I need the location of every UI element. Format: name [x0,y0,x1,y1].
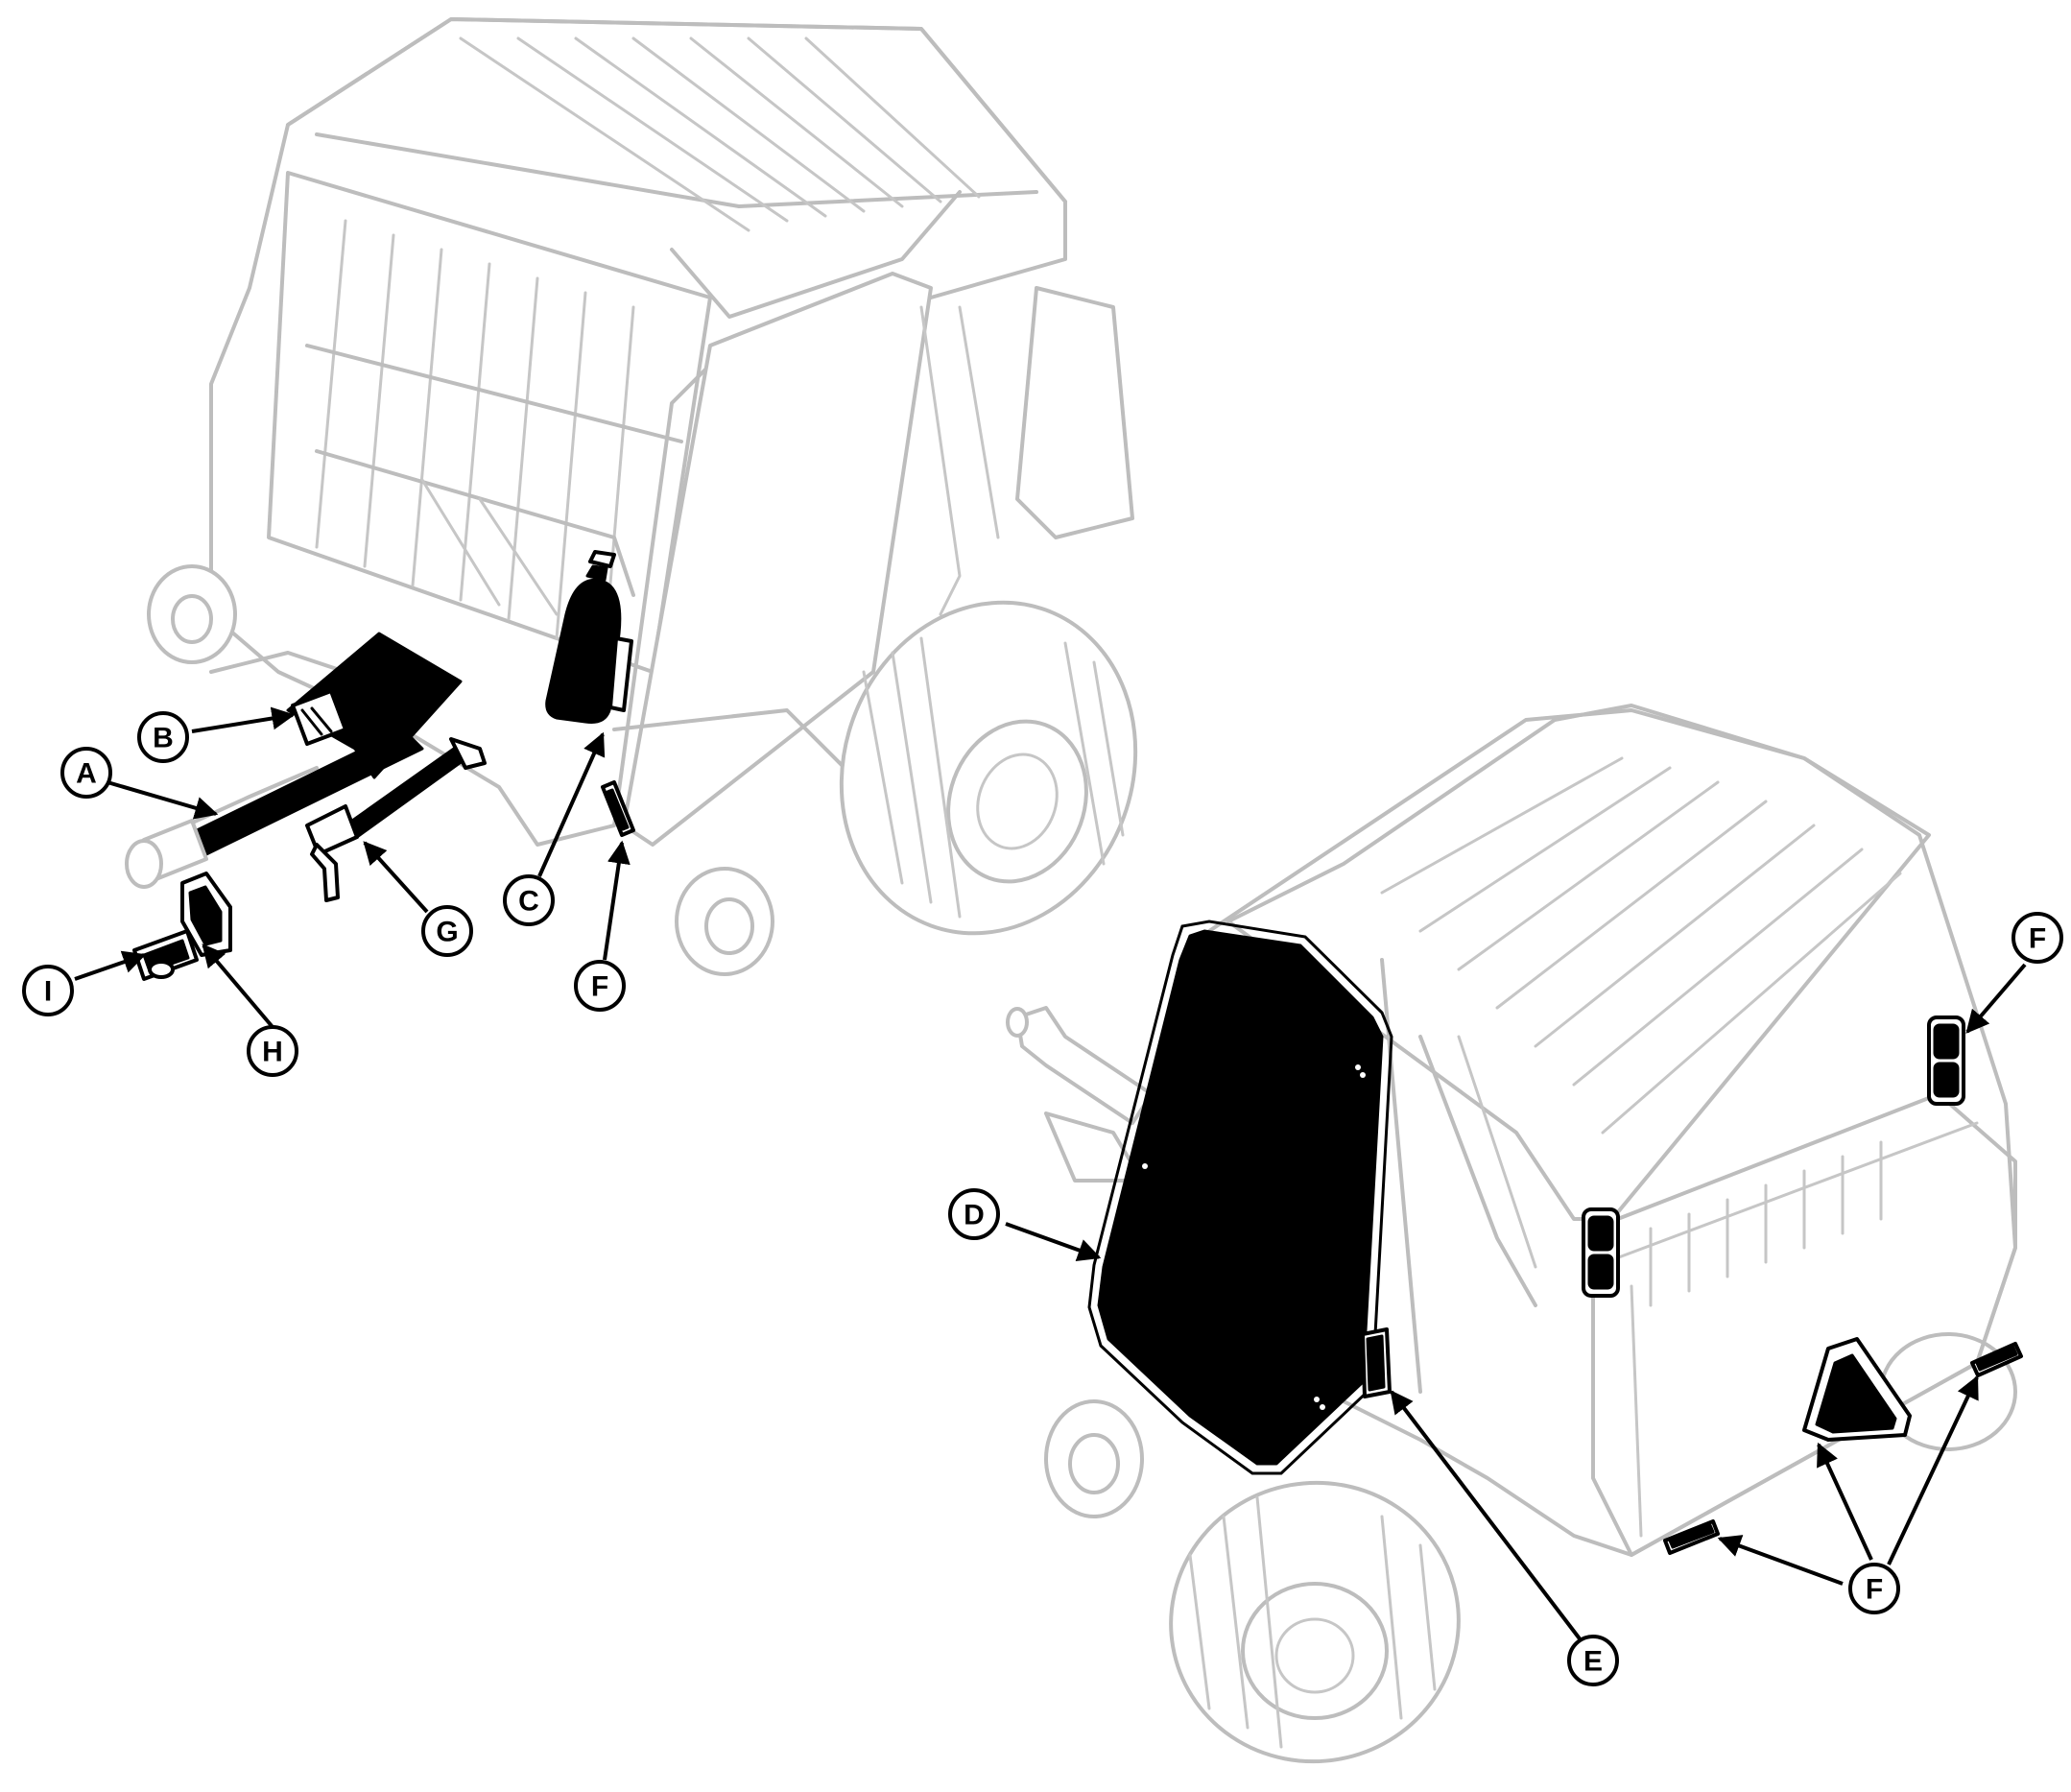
baler-rear-roof [1226,704,1931,1221]
leader-f-rear-right [1887,1374,1979,1565]
callout-b-label: B [153,723,174,754]
baler-front-gauge-wheels [147,564,774,976]
leader-i [74,950,147,981]
callout-g-label: G [436,917,458,948]
callout-h-label: H [262,1037,283,1068]
leader-f-rear-bottom [1717,1535,1844,1586]
leader-b [191,706,296,733]
callout-i-label: I [44,976,52,1008]
leader-g [363,841,429,914]
part-f-smv-emblem [1802,1337,1912,1442]
callout-f-rear: F [1848,1563,1900,1614]
leader-c [537,731,606,877]
leader-a [107,780,219,820]
callout-c: C [503,874,555,926]
callout-f-front: F [574,960,626,1012]
baler-rear-view [1006,704,2017,1764]
callout-f-front-label: F [591,971,608,1003]
callout-a-label: A [76,758,97,790]
leader-h [202,944,274,1029]
baler-front-right-wheel [839,600,1138,936]
part-f-reflector-rear-right [1970,1342,2023,1377]
part-f-reflector-rear-left [1582,1207,1620,1298]
leader-f-side [1965,963,2027,1034]
baler-rear-left-wheel [1169,1480,1461,1764]
part-f-reflector-side-upper [1927,1015,1965,1106]
leader-f-smv [1817,1442,1873,1561]
callout-h: H [247,1025,298,1077]
callout-e-label: E [1583,1646,1603,1678]
highlighted-parts-front [125,550,635,981]
part-e-serial-plate [1361,1327,1392,1398]
part-d-side-shield [1087,920,1393,1475]
baler-front-roof [286,17,1067,319]
highlighted-parts-rear [1087,920,2023,1555]
leader-f-front [603,840,631,961]
part-f-reflector-front [601,780,635,837]
callout-i: I [22,965,74,1016]
callout-b: B [137,711,189,763]
part-i-hitch-pin [132,929,199,981]
baler-front-view [142,17,1138,976]
callout-f-side: F [2011,912,2063,964]
callout-e: E [1567,1635,1619,1686]
part-f-reflector-rear-bottom [1663,1519,1720,1555]
callout-a: A [60,747,112,799]
baler-front-housing [1015,286,1134,539]
callout-f-side-label: F [2029,923,2046,955]
callout-d: D [948,1188,1000,1240]
callout-d-label: D [964,1200,985,1231]
callout-g: G [421,905,473,957]
callout-labels: A B C F G H I D [22,711,2063,1686]
part-b-manual-tray [286,632,463,779]
part-g-jack [305,737,487,902]
callout-f-rear-label: F [1866,1574,1883,1606]
leader-d [1005,1222,1102,1261]
baler-rear-gauge-wheel [1044,1399,1144,1518]
leader-lines [74,706,2027,1643]
part-h-hitch-clevis [180,872,232,957]
part-c-fire-extinguisher [545,550,633,724]
callout-c-label: C [518,886,539,918]
leader-e [1390,1390,1583,1643]
